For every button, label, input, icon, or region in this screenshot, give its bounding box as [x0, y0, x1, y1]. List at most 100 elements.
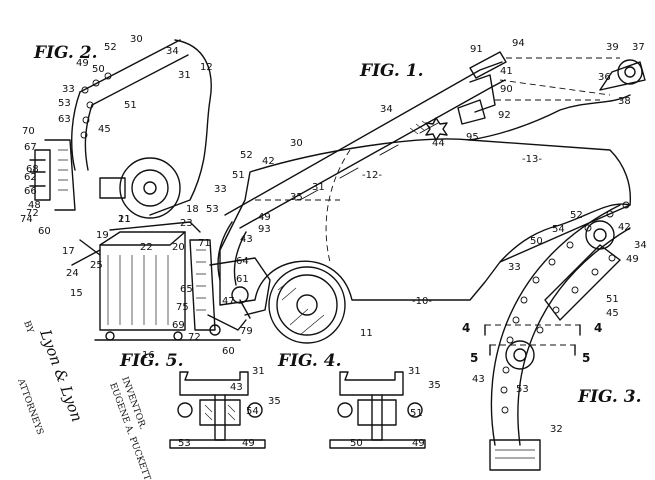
- ref-label: -13-: [522, 154, 542, 165]
- ref-label: 33: [214, 184, 227, 195]
- ref-label: 79: [240, 326, 253, 337]
- ref-label: 91: [470, 44, 483, 55]
- fig3-reference-numerals: 52 54 42 34 50 33 49 51 45 43 53 32 4 4 …: [462, 210, 647, 435]
- ref-label: 19: [96, 230, 109, 241]
- ref-label: 34: [166, 46, 179, 57]
- ref-label: 45: [98, 124, 111, 135]
- ref-label: 53: [516, 384, 529, 395]
- ref-label: 18: [186, 204, 199, 215]
- ref-label: 52: [104, 42, 117, 53]
- ref-label: 43: [230, 382, 243, 393]
- ref-label: 61: [236, 274, 249, 285]
- ref-label: 38: [618, 96, 631, 107]
- ref-label: 50: [92, 64, 105, 75]
- ref-label: -12-: [362, 170, 382, 181]
- ref-label: 95: [466, 132, 479, 143]
- ref-label: 44: [432, 138, 445, 149]
- ref-label: 54: [246, 406, 259, 417]
- ref-label: 12: [200, 62, 213, 73]
- ref-label: 31: [408, 366, 421, 377]
- fig3-label: FIG. 3.: [577, 387, 642, 407]
- ref-label: 30: [130, 34, 143, 45]
- fig5-label: FIG. 5.: [119, 351, 184, 371]
- ref-label: 21: [118, 214, 131, 225]
- fig1-drawing: [71, 51, 646, 344]
- ref-label: 43: [240, 234, 253, 245]
- ref-label: 92: [498, 110, 511, 121]
- ref-label: 41: [500, 66, 513, 77]
- ref-label: 35: [268, 396, 281, 407]
- ref-label: 69: [172, 320, 185, 331]
- ref-label: 20: [172, 242, 185, 253]
- ref-label: 67: [24, 142, 37, 153]
- ref-label: 75: [176, 302, 189, 313]
- ref-label: 60: [222, 346, 235, 357]
- ref-label: 53: [178, 438, 191, 449]
- ref-label: 64: [236, 256, 249, 267]
- fig2-label: FIG. 2.: [33, 43, 98, 63]
- ref-label: 37: [632, 42, 645, 53]
- ref-label: 50: [530, 236, 543, 247]
- ref-label: 31: [252, 366, 265, 377]
- ref-label: 49: [242, 438, 255, 449]
- ref-label: 50: [350, 438, 363, 449]
- ref-label: 33: [508, 262, 521, 273]
- ref-label: 22: [140, 242, 153, 253]
- ref-label: 70: [22, 126, 35, 137]
- attorneys-label: ATTORNEYS: [15, 377, 45, 437]
- fig4-drawing: [329, 371, 426, 449]
- ref-label: 16: [142, 350, 155, 361]
- fig2-drawing: [29, 39, 212, 219]
- fig5-reference-numerals: 31 43 35 54 53 49: [178, 366, 281, 449]
- ref-label: 49: [76, 58, 89, 69]
- ref-label: 66: [24, 186, 37, 197]
- ref-label: 72: [188, 332, 201, 343]
- ref-label: 51: [124, 100, 137, 111]
- ref-label: 11: [118, 214, 131, 225]
- ref-label: 52: [570, 210, 583, 221]
- attorney-signature: Lyon & Lyon: [36, 326, 86, 424]
- fig1-reference-numerals: 91 94 39 37 36 38 41 90 92 95 44 34 -13-…: [62, 38, 645, 361]
- ref-label: 32: [550, 424, 563, 435]
- ref-label: 34: [380, 104, 393, 115]
- ref-label: 31: [178, 70, 191, 81]
- fig4-reference-numerals: 31 35 51 50 49: [350, 366, 441, 449]
- ref-label: 30: [290, 138, 303, 149]
- ref-label: 71: [198, 238, 211, 249]
- section-marker: 5: [582, 351, 590, 365]
- ref-label: 68: [26, 164, 39, 175]
- ref-label: 45: [606, 308, 619, 319]
- ref-label: 42: [618, 222, 631, 233]
- ref-label: 34: [634, 240, 647, 251]
- ref-label: 51: [232, 170, 245, 181]
- ref-label: 15: [70, 288, 83, 299]
- ref-label: 25: [90, 260, 103, 271]
- ref-label: 48: [28, 200, 41, 211]
- ref-label: 43: [472, 374, 485, 385]
- ref-label: 49: [258, 212, 271, 223]
- fig4-label: FIG. 4.: [277, 351, 342, 371]
- ref-label: 94: [512, 38, 525, 49]
- ref-label: 65: [180, 284, 193, 295]
- by-label: BY: [21, 320, 35, 336]
- section-marker: 4: [462, 321, 470, 335]
- ref-label: 39: [606, 42, 619, 53]
- ref-label: 90: [500, 84, 513, 95]
- ref-label: 74: [20, 214, 33, 225]
- ref-label: 33: [62, 84, 75, 95]
- fig5-drawing: [169, 371, 266, 449]
- ref-label: 51: [410, 408, 423, 419]
- credit-block: INVENTOR. EUGENE A. PUCKETT BY Lyon & Ly…: [15, 320, 152, 480]
- ref-label: 51: [606, 294, 619, 305]
- ref-label: 31: [312, 182, 325, 193]
- ref-label: 11: [360, 328, 373, 339]
- ref-label: 53: [58, 98, 71, 109]
- fig1-label: FIG. 1.: [359, 61, 424, 81]
- ref-label: 93: [258, 224, 271, 235]
- ref-label: 60: [38, 226, 51, 237]
- ref-label: -10-: [412, 296, 432, 307]
- ref-label: 17: [62, 246, 75, 257]
- ref-label: 47: [222, 296, 235, 307]
